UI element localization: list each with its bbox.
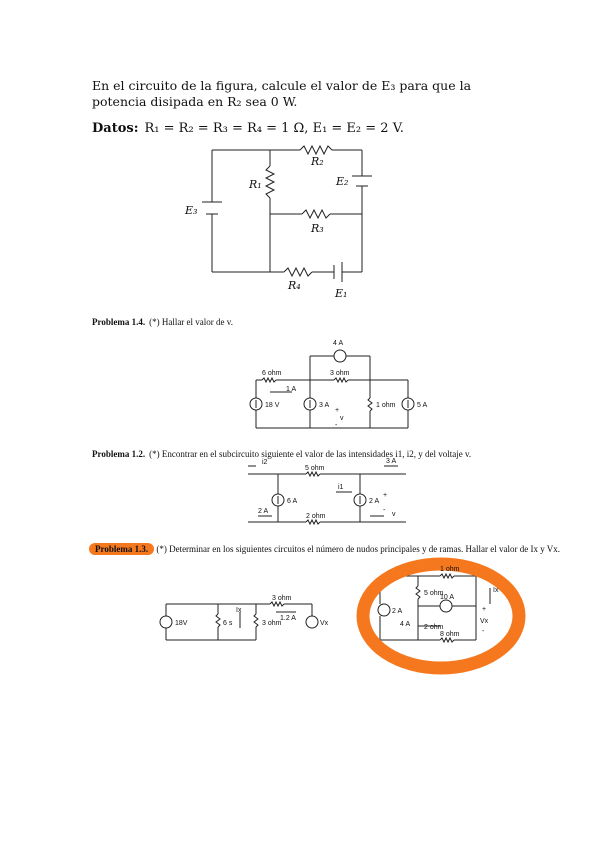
label-3a: 3 A [319, 402, 329, 409]
label-r4: R₄ [287, 279, 301, 292]
label-r2: R₂ [310, 155, 324, 168]
label-3ohm-top: 3 ohm [272, 595, 292, 602]
resistor-r3 [301, 208, 331, 220]
circuit-13-left [159, 600, 319, 641]
label-6ohm: 6 ohm [262, 370, 282, 377]
circuit-12 [248, 465, 406, 526]
resistor-1ohm [367, 397, 373, 412]
label-6s: 6 s [223, 620, 233, 627]
label-10a: 10 A [440, 594, 454, 601]
problem-14-label: Problema 1.4. [92, 317, 146, 327]
datos-line: Datos: R₁ = R₂ = R₃ = R₄ = 1 Ω, E₁ = E₂ =… [92, 121, 404, 136]
label-i1: i1 [338, 484, 344, 491]
label-5a: 5 A [417, 402, 427, 409]
label-1a: 1 A [286, 386, 296, 393]
voltage-source-vx [305, 615, 319, 629]
label-2a-bottom: 2 A [258, 508, 268, 515]
label-minus-12: - [383, 507, 386, 514]
label-18v: 18 V [265, 402, 280, 409]
label-3a-top: 3 A [386, 458, 396, 465]
label-ix-right: Ix [493, 587, 499, 594]
label-2a-right: 2 A [392, 608, 402, 615]
label-v-minus: - [335, 422, 338, 429]
label-3ohm: 3 ohm [330, 370, 350, 377]
label-ix-left: Ix [236, 607, 242, 614]
label-6a: 6 A [287, 498, 297, 505]
current-source-2a-right [377, 603, 391, 617]
voltage-source-18v-left [159, 615, 173, 629]
label-4a: 4 A [333, 340, 343, 347]
resistor-r1 [264, 165, 276, 199]
label-plus-right: + [482, 606, 486, 613]
label-2a-src: 2 A [369, 498, 379, 505]
label-r3: R₃ [310, 222, 324, 235]
datos-label: Datos: [92, 121, 139, 136]
resistor-3ohm-mid [253, 613, 259, 628]
label-1ohm: 1 ohm [376, 402, 396, 409]
label-v: v [340, 415, 344, 422]
label-plus-12: + [383, 492, 387, 499]
resistor-r2 [299, 144, 333, 156]
label-v-plus: + [335, 407, 339, 414]
label-e2: E₂ [335, 175, 348, 188]
resistor-6s [215, 613, 221, 628]
label-18v-left: 18V [175, 620, 188, 627]
problem-13-label: Problema 1.3. [89, 543, 155, 555]
label-2ohm: 2 ohm [306, 513, 326, 520]
label-5ohm: 5 ohm [305, 465, 325, 472]
current-source-10a [439, 599, 453, 613]
circuit-14 [249, 349, 415, 429]
label-4a-right: 4 A [400, 621, 410, 628]
label-5ohm-right: 5 ohm [424, 590, 444, 597]
problem-12-text: (*) Encontrar en el subcircuito siguient… [149, 449, 472, 459]
label-v-12: v [392, 511, 396, 518]
label-2ohm-right: 2 ohm [424, 624, 444, 631]
current-source-4a [333, 349, 347, 363]
problem-12-heading: Problema 1.2.(*) Encontrar en el subcirc… [92, 449, 471, 459]
problem-12-label: Problema 1.2. [92, 449, 146, 459]
problem-14-text: (*) Hallar el valor de v. [149, 317, 233, 327]
resistor-8ohm [439, 636, 455, 644]
label-vx-right: Vx [480, 618, 489, 625]
problem-14-heading: Problema 1.4.(*) Hallar el valor de v. [92, 317, 233, 327]
problem-13-text: (*) Determinar en los siguientes circuit… [156, 544, 561, 554]
resistor-5ohm [415, 585, 421, 600]
resistor-r4 [283, 266, 313, 278]
label-minus-right: - [482, 628, 485, 635]
label-8ohm-right: 8 ohm [440, 631, 460, 638]
label-1-2a: 1.2 A [280, 615, 296, 622]
circuit-1 [202, 144, 372, 282]
label-e3: E₃ [184, 204, 197, 217]
label-i2: i2 [262, 459, 268, 466]
label-r1: R₁ [248, 178, 262, 191]
label-3ohm-mid: 3 ohm [262, 620, 282, 627]
problem-intro-text: En el circuito de la figura, calcule el … [92, 78, 472, 109]
label-1ohm-right: 1 ohm [440, 566, 460, 573]
label-vx-left: Vx [320, 620, 329, 627]
problem-13-heading: Problema 1.3. (*) Determinar en los sigu… [89, 543, 561, 555]
datos-values: R₁ = R₂ = R₃ = R₄ = 1 Ω, E₁ = E₂ = 2 V. [144, 121, 404, 136]
label-e1: E₁ [334, 287, 347, 300]
highlight-circle [356, 557, 526, 675]
